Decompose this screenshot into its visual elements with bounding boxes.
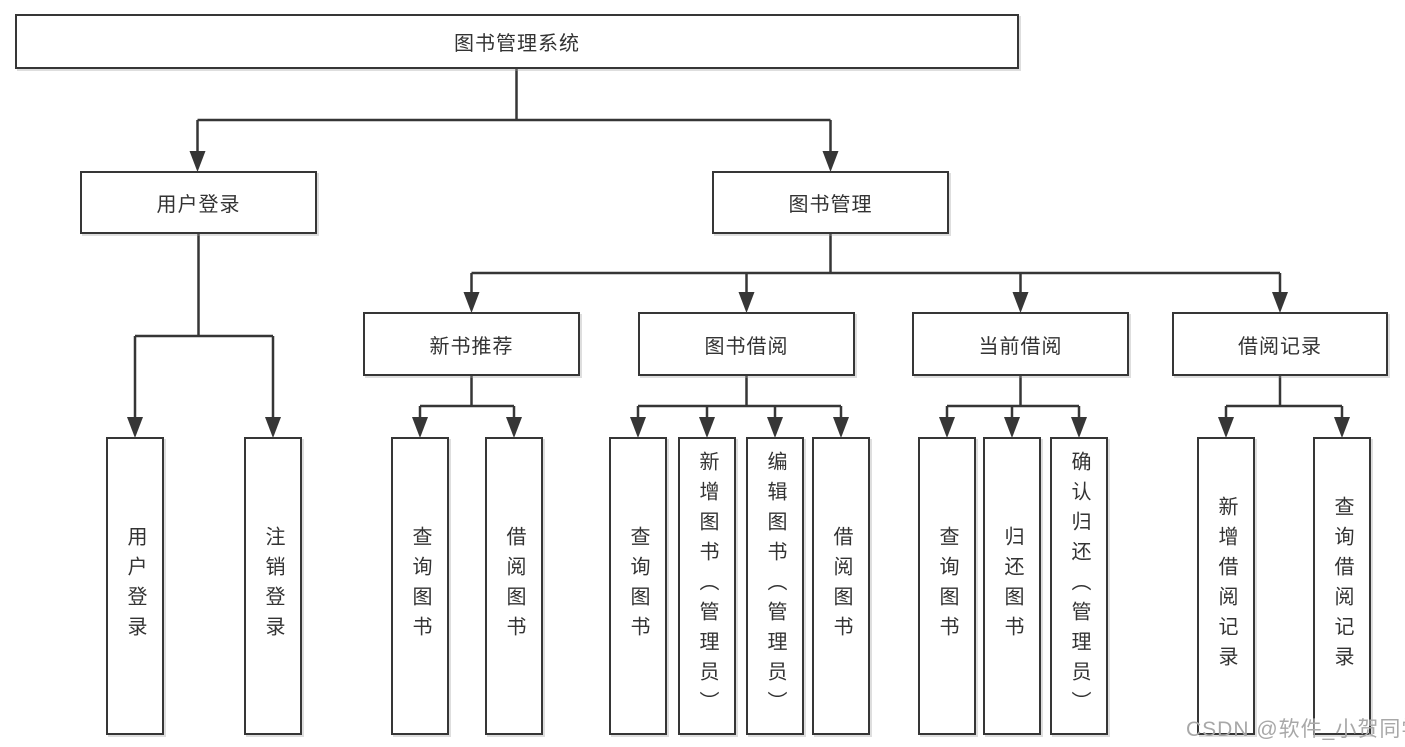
node-user-login-module: 用户登录 [80,171,317,234]
node-label: 查询图书 [936,526,958,646]
node-label: 归还图书 [1001,526,1023,646]
node-confirm-return-admin: 确认归还（管理员） [1050,437,1108,735]
node-label: 借阅图书 [503,526,525,646]
node-borrow-books-borrow: 借阅图书 [812,437,870,735]
node-logout-login: 注销登录 [244,437,302,735]
node-borrow-books-newbooks: 借阅图书 [485,437,543,735]
node-label: 查询图书 [627,526,649,646]
node-add-books-admin: 新增图书（管理员） [678,437,736,735]
connector-borrowrecords-to-leaves [1224,375,1344,418]
node-label: 注销登录 [262,526,284,646]
node-edit-books-admin: 编辑图书（管理员） [746,437,804,735]
arrowheads [127,151,1350,438]
node-query-books-borrow: 查询图书 [609,437,667,735]
node-label: 新增借阅记录 [1215,496,1237,676]
node-label: 查询借阅记录 [1331,496,1353,676]
connector-bookmgmt-to-level3 [470,233,1282,293]
node-label: 当前借阅 [978,335,1063,358]
node-query-books-newbooks: 查询图书 [391,437,449,735]
node-label: 用户登录 [124,526,146,646]
connector-userlogin-to-leaves [133,233,275,418]
node-current-borrow: 当前借阅 [912,312,1129,376]
node-label: 借阅记录 [1238,335,1322,358]
node-return-books: 归还图书 [983,437,1041,735]
node-label: 图书管理系统 [454,33,580,55]
node-label: 新书推荐 [429,335,514,358]
node-label: 图书借阅 [704,335,789,358]
node-borrow-records: 借阅记录 [1172,312,1388,376]
node-book-management-module: 图书管理 [712,171,949,234]
node-label: 图书管理 [788,194,873,216]
connector-bookborrow-to-leaves [636,375,843,418]
node-user-login: 用户登录 [106,437,164,735]
node-library-system: 图书管理系统 [15,14,1019,69]
csdn-watermark: CSDN @软件_小贺同学 [1186,718,1405,741]
node-new-book-recommend: 新书推荐 [363,312,580,376]
node-book-borrow: 图书借阅 [638,312,855,376]
node-label: 确认归还（管理员） [1068,451,1090,721]
node-label: 借阅图书 [830,526,852,646]
node-label: 编辑图书（管理员） [764,451,786,721]
connector-root-to-level2 [196,68,832,152]
node-label: 新增图书（管理员） [696,451,718,721]
node-query-books-current: 查询图书 [918,437,976,735]
connector-newbooks-to-leaves [418,375,516,418]
node-add-borrow-record: 新增借阅记录 [1197,437,1255,735]
node-label: 查询图书 [409,526,431,646]
connector-currentborrow-to-leaves [945,375,1081,418]
node-label: 用户登录 [156,194,241,216]
node-query-borrow-record: 查询借阅记录 [1313,437,1371,735]
